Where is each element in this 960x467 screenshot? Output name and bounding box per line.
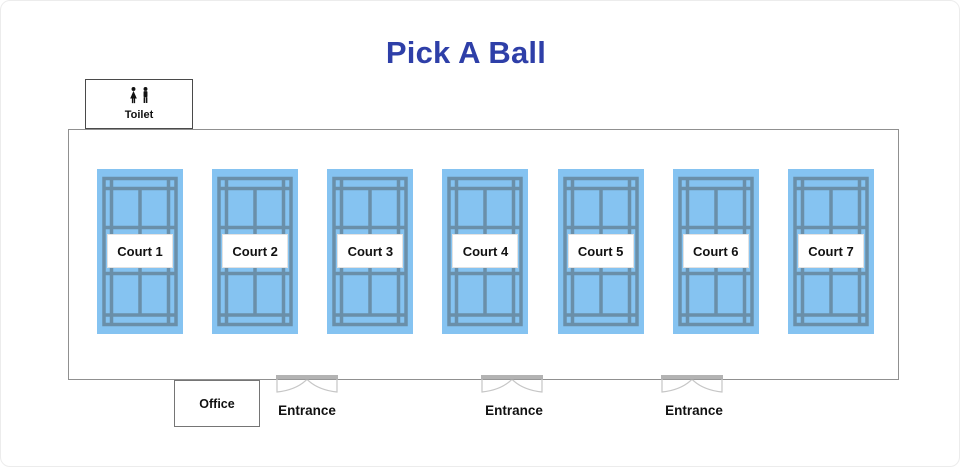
woman-icon: [129, 87, 138, 109]
court-label: Court 7: [797, 234, 864, 268]
court-7[interactable]: Court 7: [787, 169, 874, 334]
court-label: Court 1: [107, 234, 173, 268]
court-6[interactable]: Court 6: [672, 169, 759, 334]
office-label: Office: [199, 396, 235, 411]
entrance-label: Entrance: [665, 403, 723, 418]
entrance-label: Entrance: [485, 403, 543, 418]
courts-row: Court 1 Cour: [97, 169, 874, 334]
toilet-label: Toilet: [124, 109, 154, 121]
court-3[interactable]: Court 3: [327, 169, 414, 334]
court-4[interactable]: Court 4: [442, 169, 529, 334]
court-5[interactable]: Court 5: [557, 169, 644, 334]
court-2[interactable]: Court 2: [212, 169, 299, 334]
toilet-box: Toilet: [85, 79, 193, 129]
office-box: Office: [174, 380, 260, 427]
page-title: Pick A Ball: [385, 35, 547, 70]
court-label: Court 2: [222, 234, 289, 268]
restroom-icons: [129, 87, 150, 109]
entrance-label: Entrance: [278, 403, 336, 418]
man-icon: [141, 87, 150, 109]
court-label: Court 6: [682, 234, 749, 268]
entrance-door-icon: [661, 375, 723, 404]
badminton-court-lines-icon: [97, 169, 183, 334]
entrance-door-icon: [276, 375, 338, 404]
entrance-door-icon: [481, 375, 543, 404]
court-label: Court 3: [337, 234, 404, 268]
court-label: Court 5: [567, 234, 634, 268]
court-label: Court 4: [452, 234, 519, 268]
court-1[interactable]: Court 1: [97, 169, 183, 334]
